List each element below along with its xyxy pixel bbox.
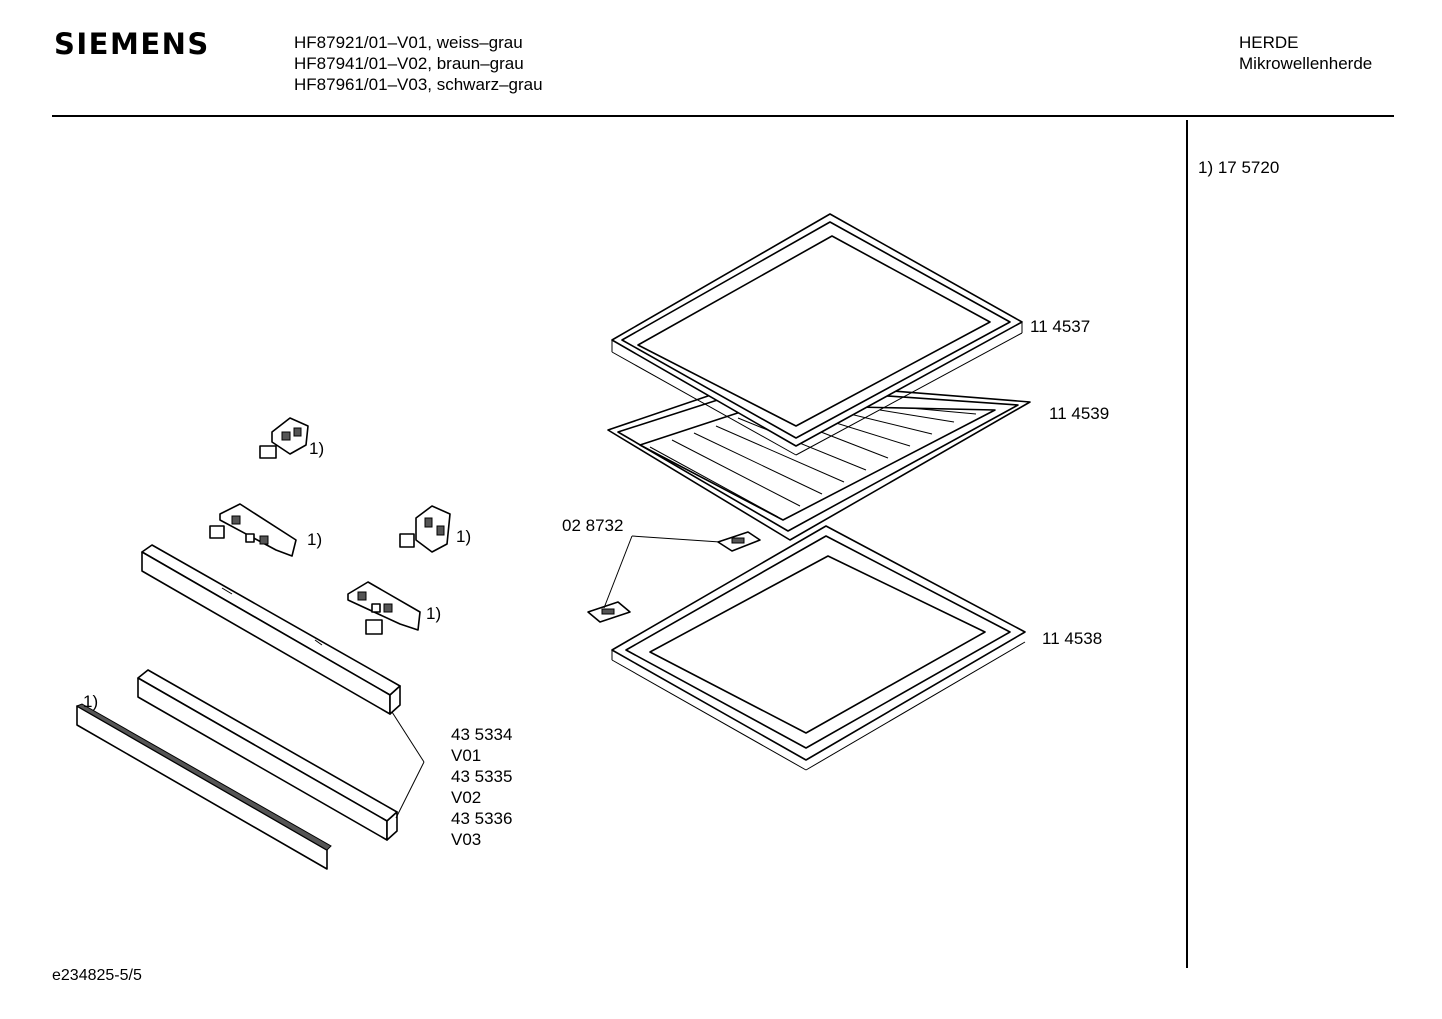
trim-strip-upper-drawing	[141, 544, 401, 715]
ref-label-bracket-right: 1)	[456, 527, 472, 546]
clip-drawing	[587, 531, 761, 623]
front-strip-drawing	[75, 703, 332, 870]
trim-variant-line: V02	[451, 788, 482, 807]
brand-logo: SIEMENS	[54, 27, 210, 61]
bracket-top-drawing	[259, 417, 309, 459]
model-line: HF87941/01–V02, braun–grau	[294, 54, 524, 73]
trim-variant-line: 43 5334	[451, 725, 513, 744]
bracket-long-drawing	[209, 503, 297, 557]
document-id: e234825-5/5	[52, 967, 142, 984]
model-list: HF87921/01–V01, weiss–grau HF87941/01–V0…	[294, 32, 543, 95]
header-divider	[52, 115, 1394, 117]
trim-leader-line	[391, 711, 425, 763]
trim-leader-line	[395, 761, 425, 819]
trim-strip-lower-drawing	[137, 669, 398, 841]
trim-variant-line: V01	[451, 746, 482, 765]
category-title: HERDE	[1239, 33, 1299, 52]
part-label-deep-tray: 11 4538	[1042, 629, 1103, 648]
ref-label-front-strip: 1)	[83, 692, 99, 711]
appliance-category: HERDE Mikrowellenherde	[1239, 32, 1372, 74]
footnote-1: 1) 17 5720	[1198, 158, 1280, 177]
bracket-right-drawing	[399, 505, 451, 553]
model-line: HF87961/01–V03, schwarz–grau	[294, 75, 543, 94]
part-label-clip: 02 8732	[562, 516, 624, 535]
category-subtitle: Mikrowellenherde	[1239, 54, 1373, 73]
ref-label-bracket-lower: 1)	[426, 604, 442, 623]
ref-label-bracket-top: 1)	[309, 439, 325, 458]
trim-variant-line: V03	[451, 830, 482, 849]
baking-tray-drawing	[611, 213, 1023, 456]
ref-label-bracket-long: 1)	[307, 530, 323, 549]
part-label-baking-tray: 11 4537	[1030, 317, 1091, 336]
trim-variant-line: 43 5335	[451, 767, 513, 786]
trim-variant-line: 43 5336	[451, 809, 513, 828]
part-label-grill-rack: 11 4539	[1049, 404, 1110, 423]
sidebar-divider	[1186, 120, 1188, 968]
bracket-lower-drawing	[347, 581, 421, 635]
model-line: HF87921/01–V01, weiss–grau	[294, 33, 523, 52]
part-label-trim-strip-variants: 43 5334 V01 43 5335 V02 43 5336 V03	[451, 724, 512, 850]
deep-tray-drawing	[611, 525, 1026, 771]
